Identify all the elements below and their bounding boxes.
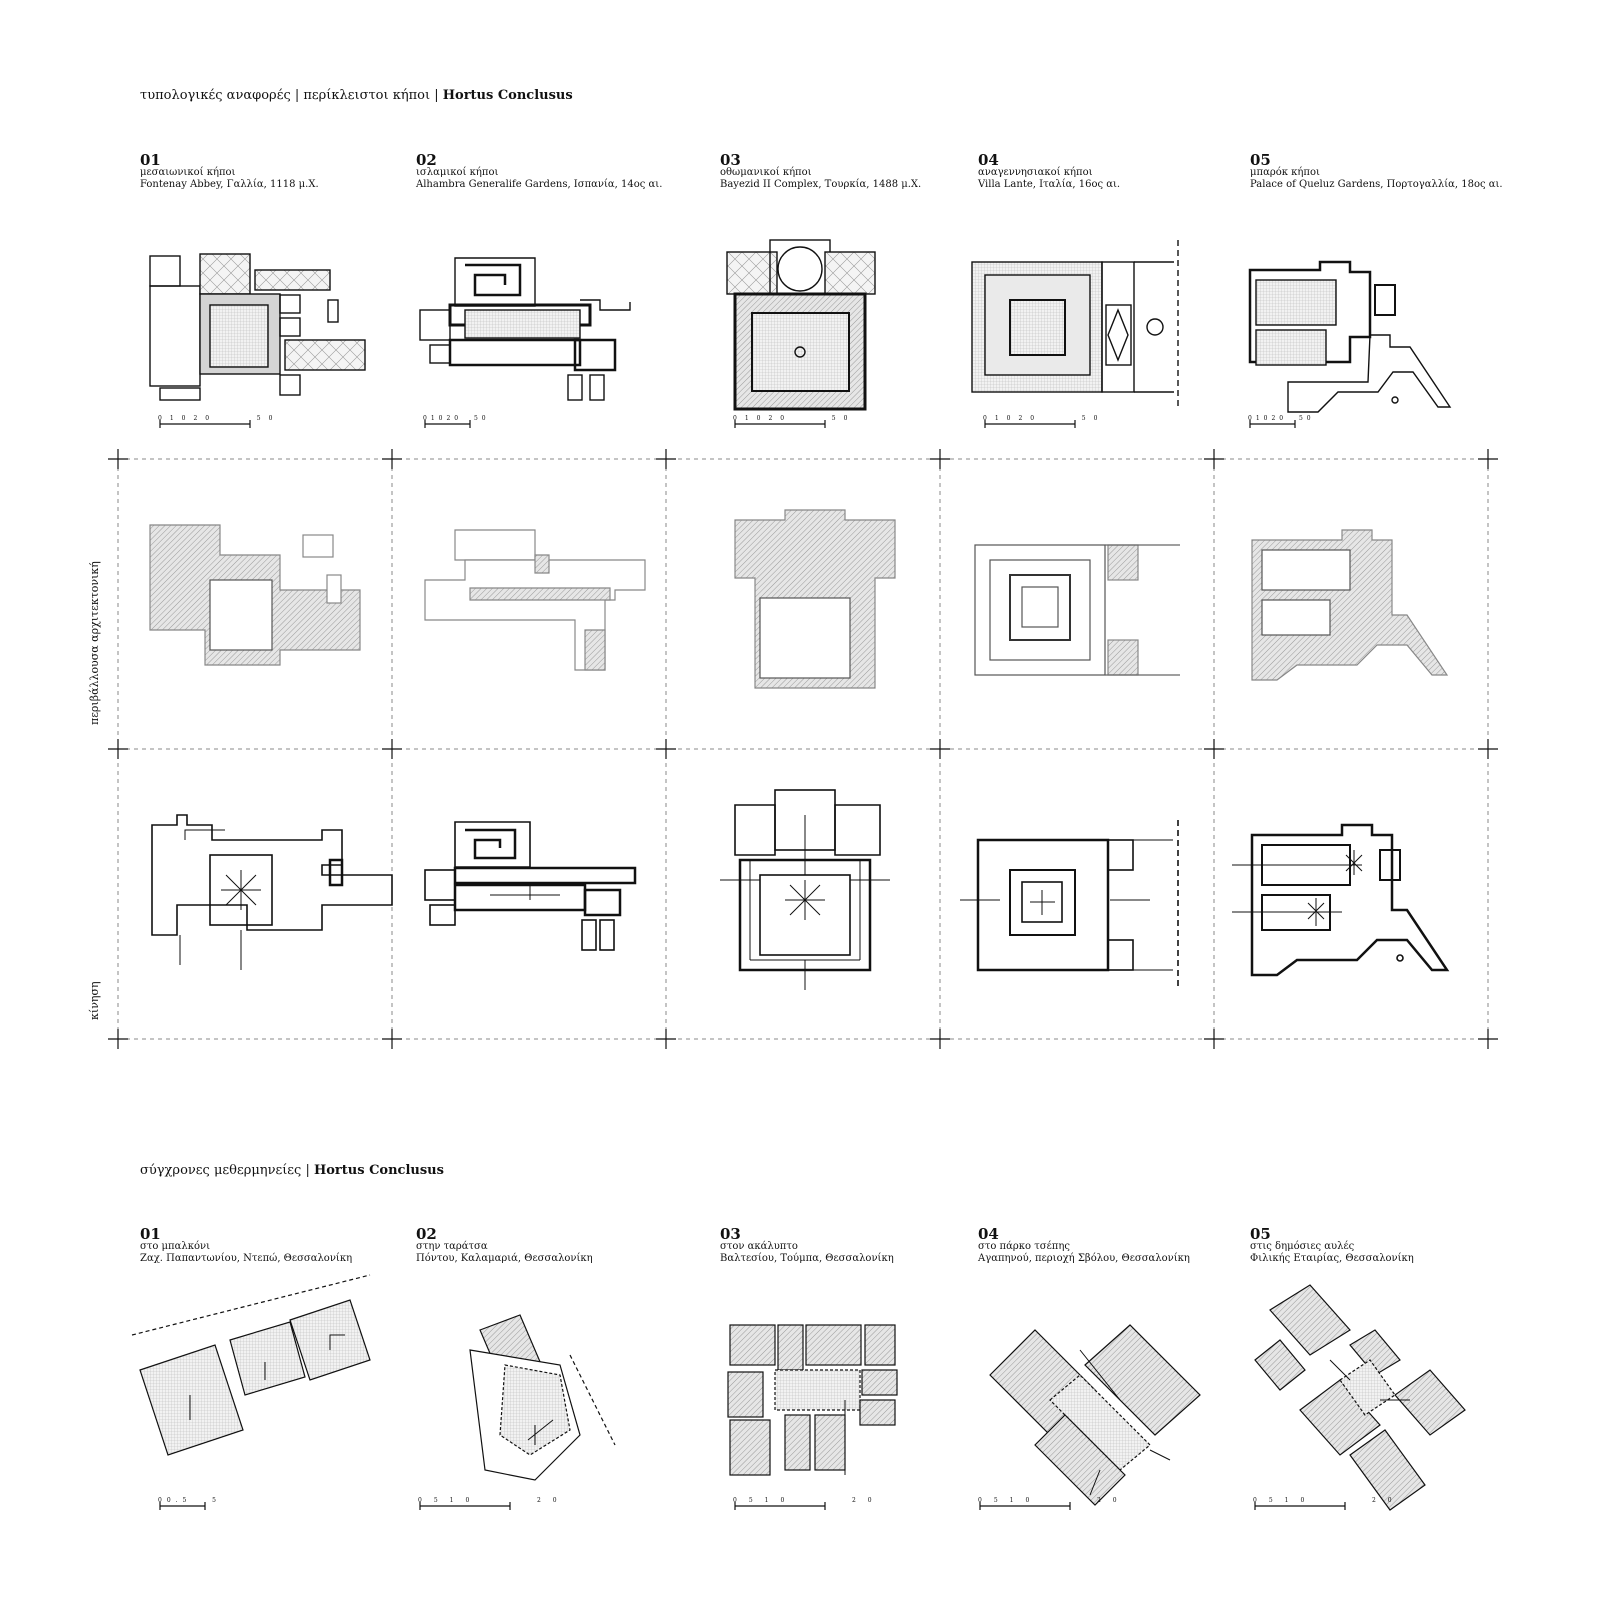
scale-labels-04: 01020 50: [983, 415, 1106, 422]
scale-labels-05: 01020 50: [1248, 415, 1315, 422]
row-label-enclosure: περιβάλλουσα αρχιτεκτονική: [88, 561, 101, 725]
site-address: Ζαχ. Παπαντωνίου, Ντεπώ, Θεσσαλονίκη: [140, 1253, 353, 1264]
site-address: Αγαπηνού, περιοχή Σβόλου, Θεσσαλονίκη: [978, 1253, 1190, 1264]
plan-05-queluz: [1248, 260, 1452, 413]
enclosure-03: [734, 509, 896, 689]
movement-04: [960, 820, 1179, 990]
site-05-label: 05 στις δημόσιες αυλές Φιλικής Εταιρίας,…: [1250, 1225, 1414, 1265]
column-number: 03: [720, 151, 741, 169]
site-number: 02: [416, 1225, 437, 1243]
enclosure-05: [1251, 529, 1449, 681]
scale-labels-01: 01020 50: [158, 415, 281, 422]
movement-05: [1232, 823, 1450, 977]
site-address: Πόντου, Καλαμαριά, Θεσσαλονίκη: [416, 1253, 593, 1264]
column-place: Alhambra Generalife Gardens, Ισπανία, 14…: [416, 179, 663, 190]
section2-title: σύγχρονες μεθερμηνείες | Hortus Conclusu…: [140, 1163, 444, 1178]
site-scale-labels-04: 0510 20: [978, 1497, 1129, 1504]
site-04-label: 04 στο πάρκο τσέπης Αγαπηνού, περιοχή Σβ…: [978, 1225, 1190, 1265]
column-05-label: 05 μπαρόκ κήποι Palace of Queluz Gardens…: [1250, 151, 1503, 191]
row-label-movement: κίνηση: [88, 981, 101, 1020]
movement-02: [424, 821, 637, 951]
plan-01-fontenay: [149, 253, 366, 401]
site-scale-labels-02: 0510 20: [418, 1497, 569, 1504]
site-address: Φιλικής Εταιρίας, Θεσσαλονίκη: [1250, 1253, 1414, 1264]
site-place: στην ταράτσα: [416, 1241, 488, 1252]
movement-01: [151, 814, 393, 970]
site-place: στο μπαλκόνι: [140, 1241, 210, 1252]
column-place: Bayezid II Complex, Τουρκία, 1488 μ.Χ.: [720, 179, 922, 190]
enclosure-04: [974, 544, 1180, 676]
site-03-courtyard: [727, 1324, 898, 1476]
column-number: 04: [978, 151, 999, 169]
column-type: μπαρόκ κήποι: [1250, 167, 1320, 178]
site-05-public-yards: [1254, 1284, 1466, 1511]
site-scale-labels-03: 0510 20: [733, 1497, 884, 1504]
site-04-pocket-park: [989, 1324, 1201, 1506]
enclosure-02: [424, 529, 646, 671]
section1-title-bold: Hortus Conclusus: [442, 88, 573, 103]
column-number: 01: [140, 151, 161, 169]
column-place: Villa Lante, Ιταλία, 16ος αι.: [978, 179, 1121, 190]
column-01-label: 01 μεσαιωνικοί κήποι Fontenay Abbey, Γαλ…: [140, 151, 319, 191]
plan-03-bayezid: [726, 239, 876, 411]
site-01-label: 01 στο μπαλκόνι Ζαχ. Παπαντωνίου, Ντεπώ,…: [140, 1225, 353, 1265]
site-02-terrace: [469, 1314, 616, 1481]
site-number: 03: [720, 1225, 741, 1243]
column-number: 05: [1250, 151, 1271, 169]
column-number: 02: [416, 151, 437, 169]
section2-title-text: σύγχρονες μεθερμηνείες |: [140, 1163, 314, 1178]
site-03-label: 03 στον ακάλυπτο Βαλτεσίου, Τούμπα, Θεσσ…: [720, 1225, 894, 1265]
column-04-label: 04 αναγεννησιακοί κήποι Villa Lante, Ιτα…: [978, 151, 1121, 191]
site-place: στο πάρκο τσέπης: [978, 1241, 1070, 1252]
column-02-label: 02 ισλαμικοί κήποι Alhambra Generalife G…: [416, 151, 663, 191]
site-scale-labels-01: 00.5 5: [158, 1497, 221, 1504]
section2-title-bold: Hortus Conclusus: [313, 1163, 444, 1178]
enclosure-01: [149, 524, 361, 666]
site-number: 04: [978, 1225, 999, 1243]
column-type: οθωμανικοί κήποι: [720, 167, 812, 178]
site-place: στον ακάλυπτο: [720, 1241, 798, 1252]
column-type: ισλαμικοί κήποι: [416, 167, 499, 178]
site-01-balcony: [131, 1274, 371, 1456]
movement-03: [720, 789, 890, 990]
scale-bars-row1: [159, 420, 1296, 428]
site-number: 05: [1250, 1225, 1271, 1243]
column-03-label: 03 οθωμανικοί κήποι Bayezid II Complex, …: [720, 151, 922, 191]
scale-labels-03: 01020 50: [733, 415, 856, 422]
column-type: μεσαιωνικοί κήποι: [140, 167, 236, 178]
site-scale-labels-05: 0510 20: [1253, 1497, 1404, 1504]
column-place: Fontenay Abbey, Γαλλία, 1118 μ.Χ.: [140, 179, 319, 190]
plan-02-alhambra: [419, 257, 631, 401]
section1-title: τυπολογικές αναφορές | περίκλειστοι κήπο…: [140, 88, 573, 103]
grid-crosshairs: [108, 449, 1498, 1049]
column-place: Palace of Queluz Gardens, Πορτογαλλία, 1…: [1250, 179, 1503, 190]
site-02-label: 02 στην ταράτσα Πόντου, Καλαμαριά, Θεσσα…: [416, 1225, 593, 1265]
site-address: Βαλτεσίου, Τούμπα, Θεσσαλονίκη: [720, 1253, 894, 1264]
site-place: στις δημόσιες αυλές: [1250, 1241, 1355, 1252]
scale-bars-row2: [159, 1502, 1346, 1510]
scale-labels-02: 01020 50: [423, 415, 490, 422]
section1-title-text: τυπολογικές αναφορές | περίκλειστοι κήπο…: [140, 88, 443, 103]
site-number: 01: [140, 1225, 161, 1243]
plan-04-villa-lante: [971, 240, 1179, 410]
column-type: αναγεννησιακοί κήποι: [978, 167, 1093, 178]
